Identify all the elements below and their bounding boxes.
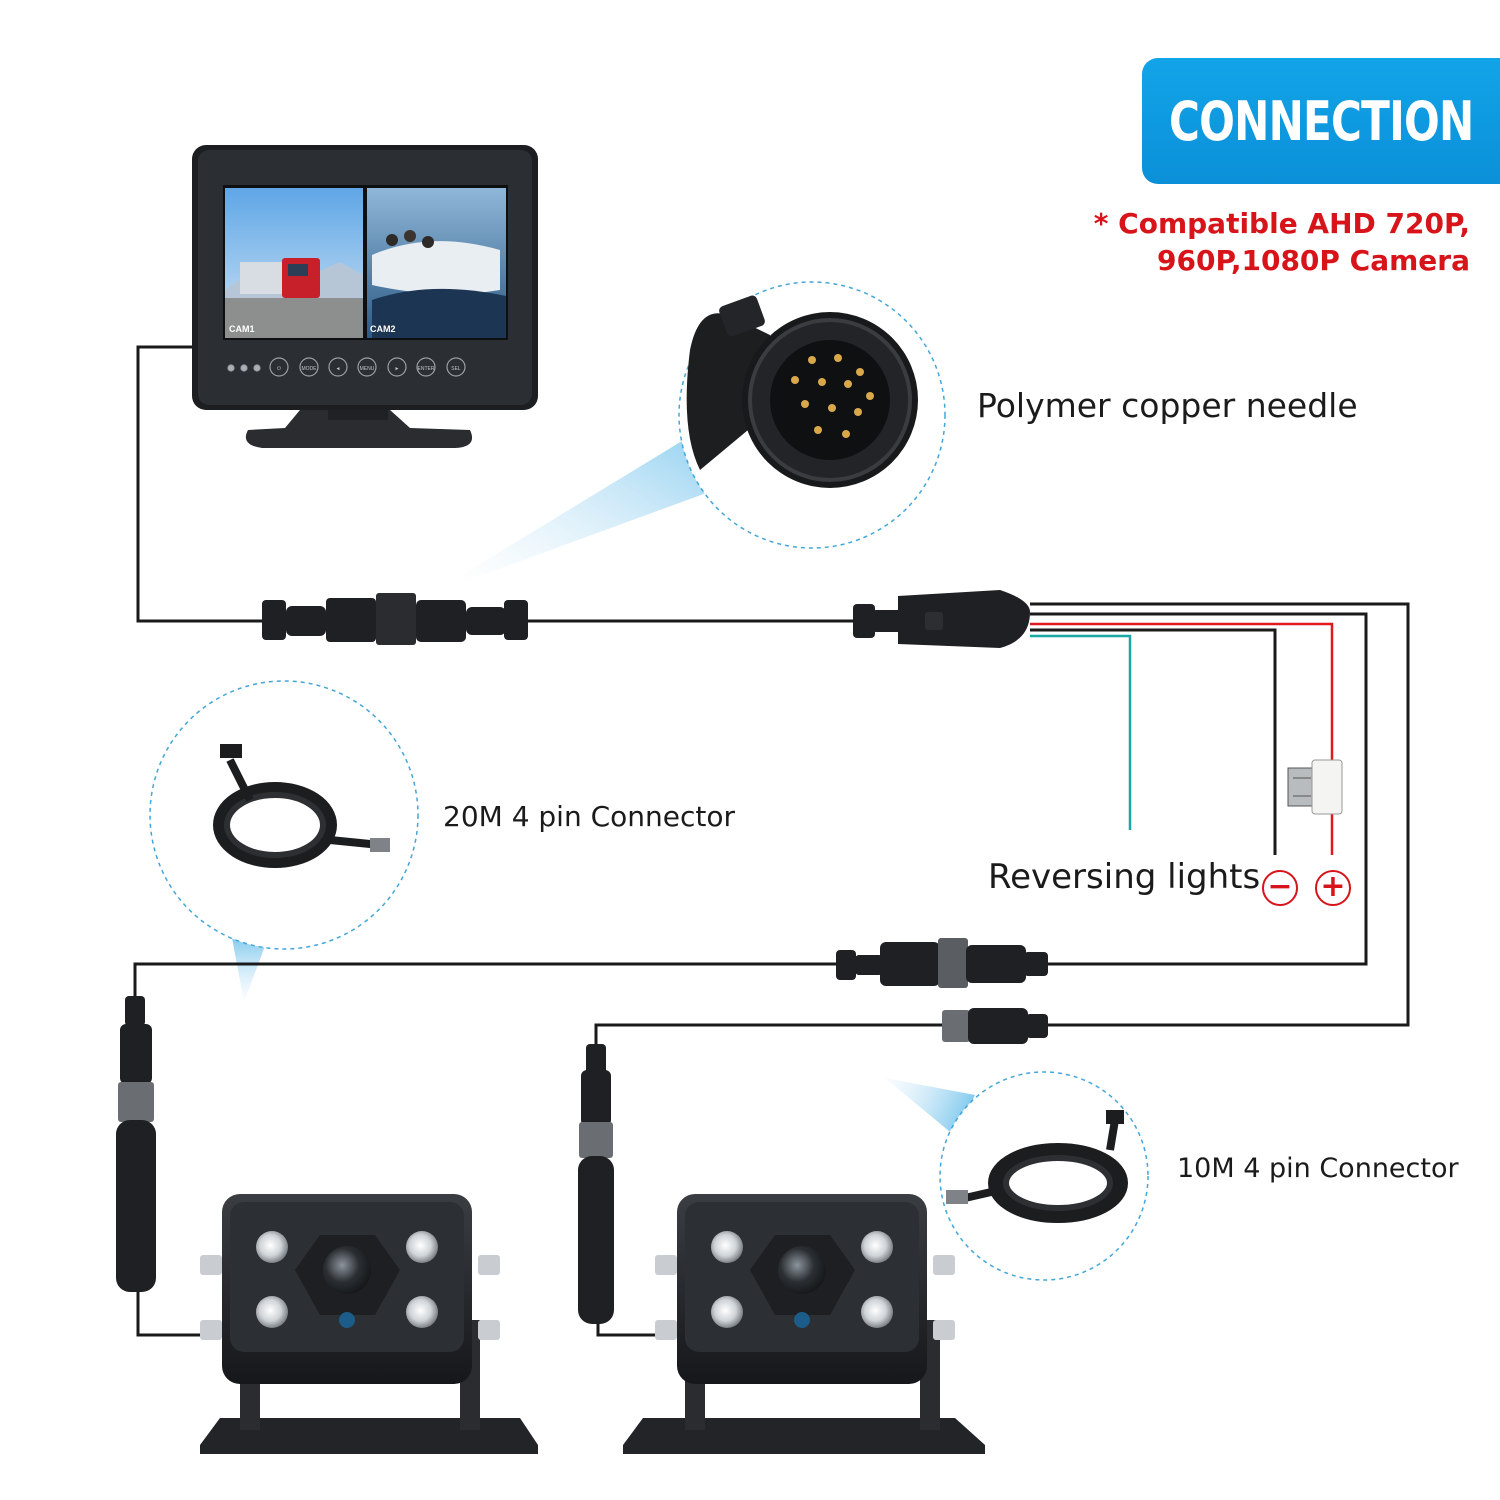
monitor-buttons <box>227 357 466 377</box>
reversing-lights-label: Reversing lights <box>988 857 1261 897</box>
copper-pin <box>814 426 822 434</box>
monitor-cam1-label: CAM1 <box>229 324 255 334</box>
copper-pin <box>856 368 864 376</box>
copper-pin <box>828 404 836 412</box>
cable-coil-20m <box>213 744 390 868</box>
zoom-beam-10m <box>885 1078 975 1136</box>
copper-pin <box>866 392 874 400</box>
positive-wire <box>1030 622 1334 768</box>
copper-pin <box>818 378 826 386</box>
copper-pin <box>854 408 862 416</box>
monitor-cam2-label: CAM2 <box>370 324 396 334</box>
right-icon: ► <box>395 366 400 372</box>
camera-1 <box>200 1194 538 1454</box>
copper-pin <box>791 376 799 384</box>
copper-pin <box>808 356 816 364</box>
connector-10m-label: 10M 4 pin Connector <box>1177 1153 1459 1184</box>
cable-lines <box>133 345 1410 1337</box>
negative-terminal-icon: − <box>1262 870 1298 906</box>
zoom-circle-10m <box>939 1071 1149 1281</box>
connector-20m-label: 20M 4 pin Connector <box>443 800 736 833</box>
zoom-beam-20m <box>232 938 268 1002</box>
zoom-circle-20m <box>149 680 419 950</box>
polymer-needle-label: Polymer copper needle <box>977 386 1358 425</box>
fuse-holder <box>1287 759 1343 815</box>
camera2-extension-connector <box>942 1008 1048 1044</box>
compatibility-line-1: * Compatible AHD 720P, <box>1093 207 1470 240</box>
camera1-extension-connector <box>836 938 1048 988</box>
camera2-pigtail <box>578 1044 614 1324</box>
camera1-pigtail <box>116 996 156 1292</box>
cable-coil-10m <box>946 1110 1128 1223</box>
mode-icon: MODE <box>302 366 318 372</box>
zoom-beam-connector <box>455 430 720 585</box>
enter-icon: ENTER <box>418 366 435 372</box>
copper-pin <box>844 380 852 388</box>
copper-pin <box>842 430 850 438</box>
monitor <box>192 145 538 448</box>
monitor-cable-connector <box>262 593 528 645</box>
camera-2 <box>623 1194 985 1454</box>
sel-icon: SEL <box>451 366 461 372</box>
copper-pin <box>801 400 809 408</box>
power-icon: ⏻ <box>277 366 281 372</box>
compatibility-note: * Compatible AHD 720P, 960P,1080P Camera <box>970 205 1470 279</box>
left-icon: ◄ <box>336 366 341 372</box>
connection-banner: CONNECTION <box>1142 58 1500 184</box>
menu-icon: MENU <box>360 366 375 372</box>
banner-title: CONNECTION <box>1168 89 1474 153</box>
reverse-wire <box>1030 634 1132 830</box>
copper-pin <box>834 354 842 362</box>
compatibility-line-2: 960P,1080P Camera <box>1157 244 1470 277</box>
positive-terminal-icon: + <box>1315 870 1351 906</box>
splitter-box <box>853 590 1030 648</box>
